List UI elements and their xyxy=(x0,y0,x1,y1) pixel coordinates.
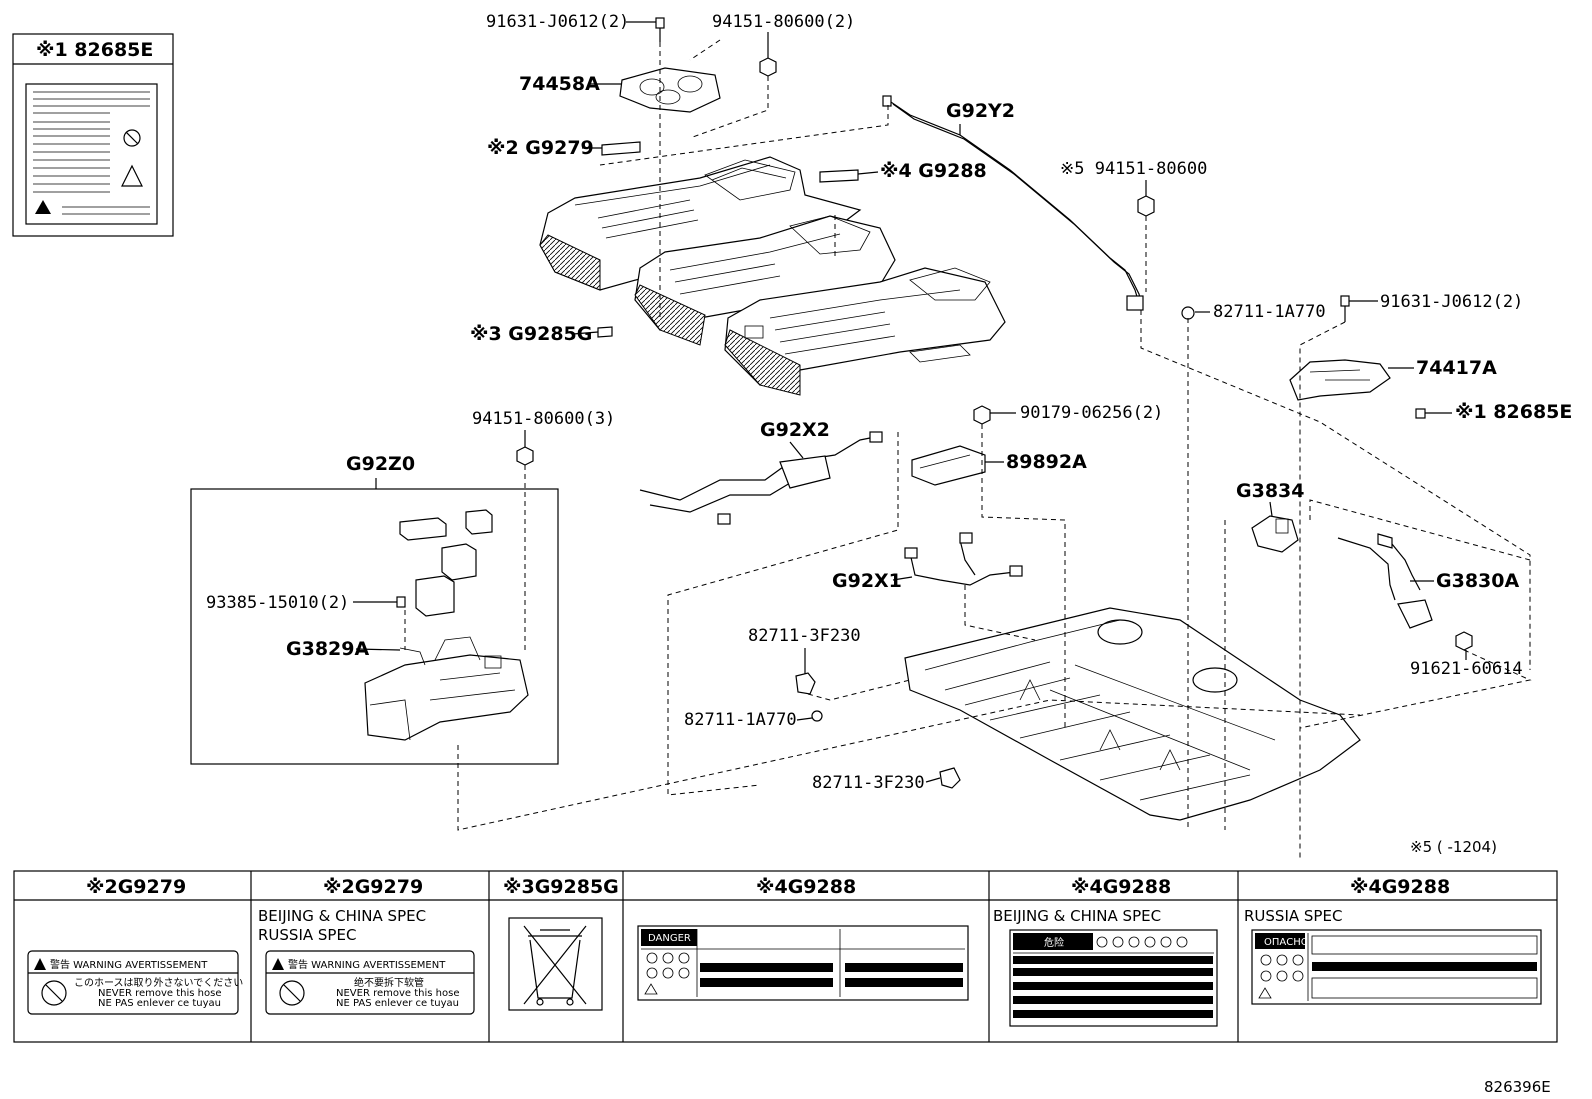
caution-label-box-82685E: ※1 82685E xyxy=(12,33,174,237)
part-label-91631-J0612-right[interactable]: 91631-J0612(2) xyxy=(1380,292,1523,312)
part-label-91621-60614[interactable]: 91621-60614 xyxy=(1410,659,1523,679)
bracket-74417a xyxy=(1289,359,1426,419)
part-label-G92X2[interactable]: G92X2 xyxy=(760,419,830,441)
part-label-G3830A[interactable]: G3830A xyxy=(1436,570,1519,592)
part-label-82711-1A770-top[interactable]: 82711-1A770 xyxy=(1213,302,1326,322)
module-89892a xyxy=(911,445,986,486)
part-label-94151-80600-top[interactable]: 94151-80600(2) xyxy=(712,12,855,32)
label-g9288-russia: ОПАСНО xyxy=(1251,929,1542,1005)
label-g9279-cn-line-1: 绝不要拆下软管 xyxy=(354,976,424,989)
part-label-94151-80600-3[interactable]: 94151-80600(3) xyxy=(472,409,615,429)
part-label-74458A[interactable]: 74458A xyxy=(519,73,600,95)
prohibition-icon xyxy=(279,980,305,1006)
part-label-91631-J0612-top[interactable]: 91631-J0612(2) xyxy=(486,12,629,32)
label-g9288-ru-danger: ОПАСНО xyxy=(1264,937,1309,948)
part-label-G92Z0[interactable]: G92Z0 xyxy=(346,453,415,475)
part-label-89892A[interactable]: 89892A xyxy=(1006,451,1087,473)
warning-triangle-icon xyxy=(34,958,46,970)
label-g9279-cn-line-3: NE PAS enlever ce tuyau xyxy=(336,998,459,1009)
bracket-74458a xyxy=(619,67,721,113)
part-label-90179-06256[interactable]: 90179-06256(2) xyxy=(1020,403,1163,423)
label-g9279-china-russia: 警告 WARNING AVERTISSEMENT 绝不要拆下软管 NEVER r… xyxy=(265,950,475,1015)
high-voltage-warning-icon xyxy=(121,164,143,187)
label-g9279-warning: 警告 WARNING AVERTISSEMENT xyxy=(50,958,208,971)
sticker-g9285g xyxy=(597,326,613,338)
part-label-82711-3F230-lower[interactable]: 82711-3F230 xyxy=(812,773,925,793)
warning-triangle-icon xyxy=(272,958,284,970)
recycle-crossed-bin-label-g9285g xyxy=(508,917,603,1011)
label-g9279-cn-warning: 警告 WARNING AVERTISSEMENT xyxy=(288,958,446,971)
relay-box-g92z0-frame xyxy=(190,478,559,765)
service-plug-g3830a xyxy=(1337,533,1433,629)
label-g9288-cn-danger: 危险 xyxy=(1044,936,1064,949)
part-label-93385-15010[interactable]: 93385-15010(2) xyxy=(206,593,349,613)
caution-label-title: ※1 82685E xyxy=(36,39,153,61)
legend-header-6: ※4G9288 xyxy=(1350,876,1450,898)
wire-harness-g92x1 xyxy=(904,532,1023,586)
sticker-g9279 xyxy=(601,141,641,156)
legend-header-5: ※4G9288 xyxy=(1071,876,1171,898)
label-g9279-standard: 警告 WARNING AVERTISSEMENT このホースは取り外さないでくだ… xyxy=(27,950,243,1015)
part-label-G92Y2[interactable]: G92Y2 xyxy=(946,100,1015,122)
part-label-G9288[interactable]: ※4 G9288 xyxy=(880,160,987,182)
part-label-G92X1[interactable]: G92X1 xyxy=(832,570,902,592)
part-label-82685E[interactable]: ※1 82685E xyxy=(1455,401,1572,423)
part-label-94151-80600-note5[interactable]: ※5 94151-80600 xyxy=(1060,159,1207,179)
battery-tray xyxy=(904,607,1361,821)
part-label-74417A[interactable]: 74417A xyxy=(1416,357,1497,379)
part-label-G9279[interactable]: ※2 G9279 xyxy=(487,137,594,159)
no-fire-icon xyxy=(123,129,141,147)
part-label-G3834[interactable]: G3834 xyxy=(1236,480,1304,502)
grommets xyxy=(795,672,961,789)
label-g9288-china: 危险 xyxy=(1009,929,1218,1027)
part-label-82711-3F230-upper[interactable]: 82711-3F230 xyxy=(748,626,861,646)
label-g9279-cn-line-2: NEVER remove this hose xyxy=(336,988,459,999)
label-g9288-danger: DANGER xyxy=(648,933,691,944)
legend-spec-2b: RUSSIA SPEC xyxy=(258,926,356,944)
legend-spec-5: BEIJING & CHINA SPEC xyxy=(993,907,1161,925)
legend-spec-2a: BEIJING & CHINA SPEC xyxy=(258,907,426,925)
footnote-note5: ※5 ( -1204) xyxy=(1410,838,1497,856)
battery-module-stack xyxy=(539,156,1006,396)
sticker-g9288 xyxy=(819,169,859,183)
legend-spec-6: RUSSIA SPEC xyxy=(1244,907,1342,925)
label-g9288-standard: DANGER xyxy=(637,925,969,1001)
legend-header-3: ※3G9285G xyxy=(503,876,619,898)
part-label-G9285G[interactable]: ※3 G9285G xyxy=(470,323,592,345)
prohibition-icon xyxy=(41,980,67,1006)
wire-harness-g92x2 xyxy=(639,431,883,525)
legend-header-1: ※2G9279 xyxy=(86,876,186,898)
legend-header-2: ※2G9279 xyxy=(323,876,423,898)
fasteners xyxy=(396,17,1473,722)
legend-header-4: ※4G9288 xyxy=(756,876,856,898)
part-label-82711-1A770-lower[interactable]: 82711-1A770 xyxy=(684,710,797,730)
assembly-guide-lines xyxy=(404,39,1532,860)
warning-triangle-icon xyxy=(35,200,51,214)
wire-harness-g92y2 xyxy=(882,95,1144,311)
label-g9279-line-2: NEVER remove this hose xyxy=(98,988,221,999)
label-legend-table: ※2G9279 ※2G9279 ※3G9285G ※4G9288 ※4G9288… xyxy=(13,870,1558,1043)
service-plug-g3834 xyxy=(1251,515,1299,553)
label-g9279-line-3: NE PAS enlever ce tuyau xyxy=(98,998,221,1009)
label-g9279-line-1: このホースは取り外さないでください xyxy=(74,977,243,989)
diagram-id: 826396E xyxy=(1484,1078,1551,1096)
part-labels: 91631-J0612(2) 94151-80600(2) 74458A G92… xyxy=(206,12,1572,793)
part-label-G3829A[interactable]: G3829A xyxy=(286,638,369,660)
